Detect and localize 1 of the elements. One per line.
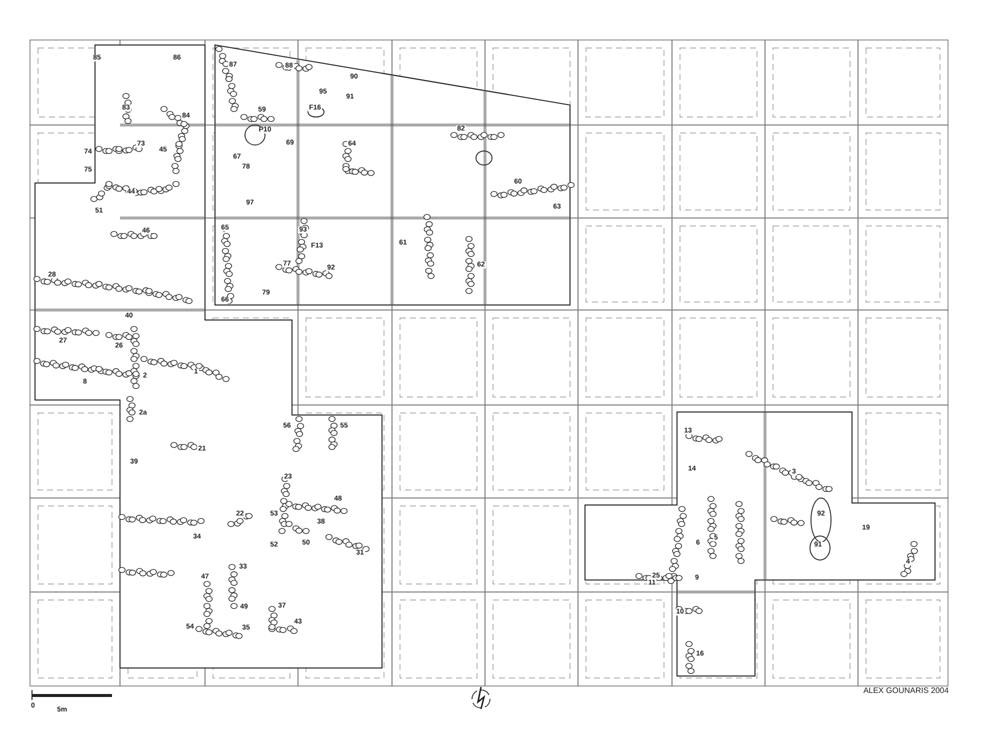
- author-credit: ALEX GOUNARIS 2004: [862, 687, 950, 695]
